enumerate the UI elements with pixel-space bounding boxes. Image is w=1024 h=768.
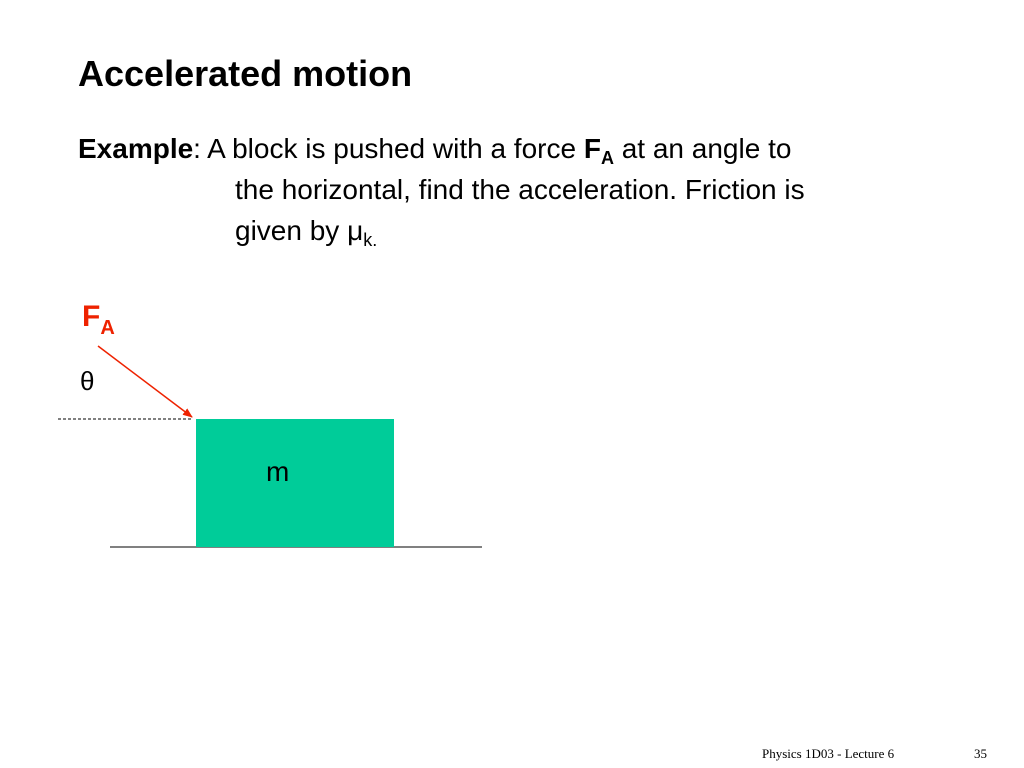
friction-subscript: k. — [363, 230, 378, 250]
example-line-1: Example: A block is pushed with a force … — [78, 128, 958, 169]
example-line-2: the horizontal, find the acceleration. F… — [235, 174, 805, 205]
example-lead: Example — [78, 133, 194, 164]
force-arrow — [97, 345, 193, 418]
friction-text: given by μ — [235, 215, 364, 246]
mass-label: m — [266, 456, 290, 487]
example-lead-rest: : A block is pushed with a force — [193, 133, 584, 164]
force-label-subscript: A — [100, 317, 115, 339]
example-paragraph: Example: A block is pushed with a force … — [78, 128, 958, 251]
force-label-letter: F — [82, 300, 101, 333]
slide-title: Accelerated motion — [78, 53, 413, 94]
force-symbol: F — [583, 133, 601, 164]
footer-course: Physics 1D03 - Lecture 6 — [762, 746, 895, 761]
force-subscript: A — [600, 148, 614, 168]
footer-page-number: 35 — [974, 746, 987, 761]
mass-block — [196, 419, 394, 547]
force-label: FA — [82, 300, 115, 339]
angle-label: θ — [80, 366, 95, 396]
example-line-1-tail: at an angle to — [613, 133, 792, 164]
example-line-3: given by μk. — [78, 210, 958, 251]
